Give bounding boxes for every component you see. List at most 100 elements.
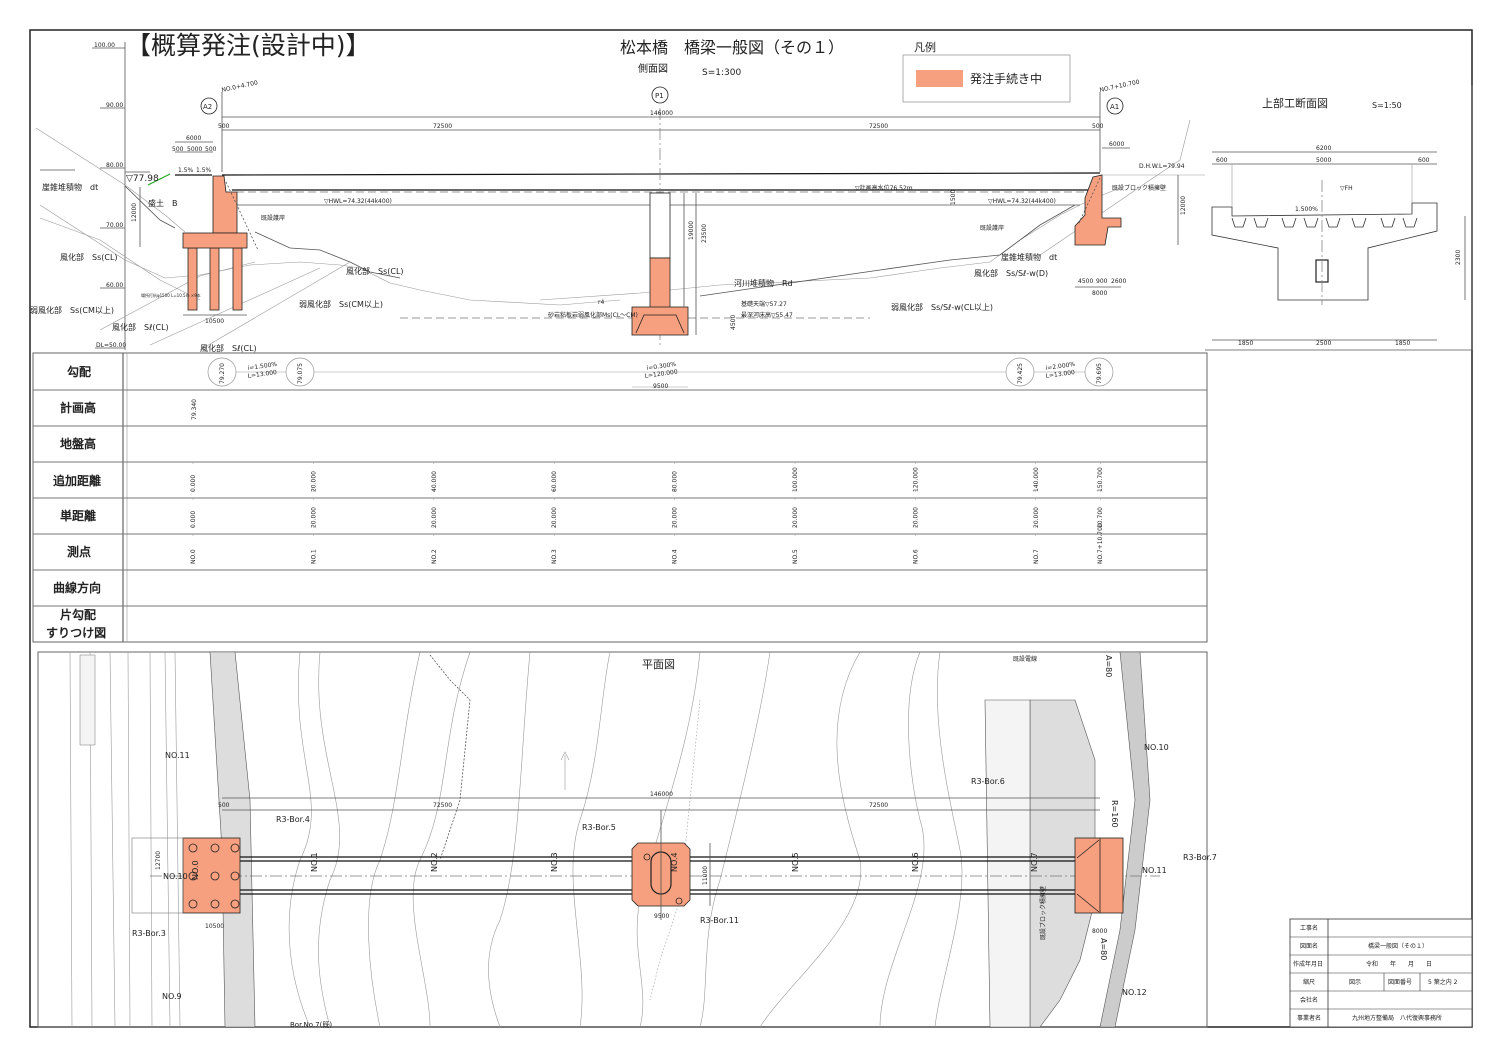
title-block: 工事名 図面名 橋梁一般図（その１） 作成年月日 令和 年 月 日 縮尺 図示 … xyxy=(1289,918,1473,1028)
station-add-value: 40.000 xyxy=(431,471,438,492)
a1-width-dim: 6000 xyxy=(1109,141,1124,148)
legend-label-pending: 発注手続き中 xyxy=(970,71,1042,86)
station-single-value: 20.000 xyxy=(1033,507,1040,528)
tb-value: 令和 年 月 日 xyxy=(1366,960,1432,968)
station-no-value: NO.6 xyxy=(912,549,919,564)
strata-label: 風化部 Ss(CL) xyxy=(346,266,404,276)
support-label-a1: A1 xyxy=(1110,103,1119,111)
cs-dim: 5000 xyxy=(1316,157,1331,164)
plan-station: NO.3 xyxy=(550,852,559,872)
elevation-label: 70.00 xyxy=(106,222,123,229)
pier-p1 xyxy=(631,192,689,336)
p1-top-level: 基礎天端▽57.27 xyxy=(741,300,787,308)
a1-height-dim: 12000 xyxy=(1180,196,1187,215)
abutment-a2-plan xyxy=(131,837,241,914)
drawing-title: 松本橋 橋梁一般図（その１） xyxy=(620,38,844,57)
grade-right: i=2.000% xyxy=(1045,361,1076,372)
side-view: 100.00 90.00 80.00 70.00 60.00 DL=50.00 xyxy=(30,42,1205,353)
status-title: 【概算発注(設計中)】 xyxy=(126,31,371,60)
a1-dim: 4500 xyxy=(1078,278,1093,285)
hwl-left: ▽HWL=74.32(44k400) xyxy=(324,198,392,205)
existing-wall-label: 既設ブロック積擁壁 xyxy=(1039,886,1047,940)
grade-dim: 9500 xyxy=(653,383,668,390)
strata-label: 風化部 Ss(CL) xyxy=(60,252,118,262)
strata-label: 風化部 Ss/Sℓ-w(D) xyxy=(974,268,1048,278)
side-view-label: 側面図 xyxy=(638,62,668,75)
strata-label: 風化部 Sℓ(CL) xyxy=(112,322,169,332)
a1-footing-dim: 8000 xyxy=(1092,290,1107,297)
station-single-value: 20.000 xyxy=(431,507,438,528)
plan-a1-length: 8000 xyxy=(1092,928,1107,935)
plan-station: NO.10 xyxy=(1144,743,1169,752)
plan-a2-width: 12700 xyxy=(155,851,162,870)
road-parameter: A=80 xyxy=(1099,938,1108,960)
dhwl-level: D.H.W.L=79.94 xyxy=(1139,163,1185,170)
cross-section-title: 上部工断面図 xyxy=(1262,96,1328,110)
plan-p1-length: 9500 xyxy=(654,913,669,920)
strata-label: 風化部 Sℓ(CL) xyxy=(200,343,257,353)
a2-sub-dim: 500 xyxy=(172,146,184,153)
row-label-ground-height: 地盤高 xyxy=(60,436,96,451)
grade-point: 79.270 xyxy=(219,363,226,384)
row-label-added-distance: 追加距離 xyxy=(53,473,101,488)
profile-table: 勾配 計画高 地盤高 追加距離 単距離 測点 曲線方向 片勾配 すりつけ図 79… xyxy=(32,352,1208,643)
plan-height-value: 79.340 xyxy=(191,399,198,420)
cross-section-scale: S=1:50 xyxy=(1372,101,1402,110)
strata-label: 既設ブロック積擁壁 xyxy=(1112,184,1166,192)
plan-bottom-note: Bor.No.7(既) xyxy=(290,1021,332,1029)
plan-total-length: 146000 xyxy=(650,791,673,798)
plan-view-title: 平面図 xyxy=(642,658,675,671)
station-add-value: 60.000 xyxy=(551,471,558,492)
station-single-value: 20.000 xyxy=(672,507,679,528)
elevation-label: 100.00 xyxy=(94,42,115,49)
road-level: ▽77.98 xyxy=(126,174,159,184)
station-no-value: NO.2 xyxy=(431,549,438,564)
span-right-dim: 72500 xyxy=(869,123,888,130)
row-label-curve-direction: 曲線方向 xyxy=(53,580,101,595)
plan-station: NO.12 xyxy=(1122,988,1147,997)
station-single-value: 0.000 xyxy=(190,511,197,528)
cs-dim: 2500 xyxy=(1316,340,1331,347)
road-parameter: A=80 xyxy=(1104,655,1113,677)
tb-value: 九州地方整備局 八代復興事務所 xyxy=(1352,1014,1442,1022)
boring-label: R3-Bor.11 xyxy=(700,916,739,925)
plan-flood-level: ▽計画高水位76.52m xyxy=(855,184,913,192)
plan-edge: 500 xyxy=(218,802,230,809)
tb-label: 工事名 xyxy=(1300,924,1318,932)
station-add-value: 150.700 xyxy=(1097,467,1104,492)
plan-p1-width: 11000 xyxy=(702,866,709,885)
elevation-label: 80.00 xyxy=(106,162,123,169)
station-add-value: 100.000 xyxy=(792,467,799,492)
cs-depth-dim: 2300 xyxy=(1455,250,1462,265)
a2-height-dim: 12000 xyxy=(131,203,138,222)
station-add-value: 80.000 xyxy=(672,471,679,492)
support-label-p1: P1 xyxy=(655,92,664,100)
tb-label: 会社名 xyxy=(1300,996,1318,1004)
legend-title: 凡例 xyxy=(914,40,936,54)
tb-value: 図示 xyxy=(1349,979,1361,986)
station-no-value: NO.1 xyxy=(310,549,317,564)
strata-label: 河川堆積物 Rd xyxy=(734,278,793,288)
boring-label: R3-Bor.3 xyxy=(132,929,166,938)
legend: 凡例 発注手続き中 xyxy=(902,40,1071,103)
strata-label: 盛土 B xyxy=(148,198,178,208)
station-start: NO.0+4.700 xyxy=(221,79,259,94)
station-end: NO.7+10.700 xyxy=(1099,79,1140,94)
strata-label: 既設護岸 xyxy=(980,224,1004,232)
legend-swatch-pending xyxy=(916,70,963,87)
cs-slope: 1.500% xyxy=(1295,206,1318,213)
cs-dim: 600 xyxy=(1418,157,1430,164)
span-left-dim: 72500 xyxy=(433,123,452,130)
row-label-grade: 勾配 xyxy=(67,364,91,379)
grade-left-length: L=13.000 xyxy=(247,369,277,380)
elevation-label: DL=50.00 xyxy=(96,342,126,349)
support-marker-a2 xyxy=(200,97,218,115)
existing-pole-label: 既設電線 xyxy=(1013,655,1037,663)
strata-label: 弱風化部 Ss/Sℓ-w(CL以上) xyxy=(891,302,993,312)
plan-span-right: 72500 xyxy=(869,802,888,809)
tb-sheet-value: 5 葉之内 2 xyxy=(1428,978,1458,986)
strata-label: 弱風化部 Ss(CM以上) xyxy=(30,305,114,315)
abutment-a1 xyxy=(1074,174,1122,246)
cs-dim: 1850 xyxy=(1238,340,1253,347)
